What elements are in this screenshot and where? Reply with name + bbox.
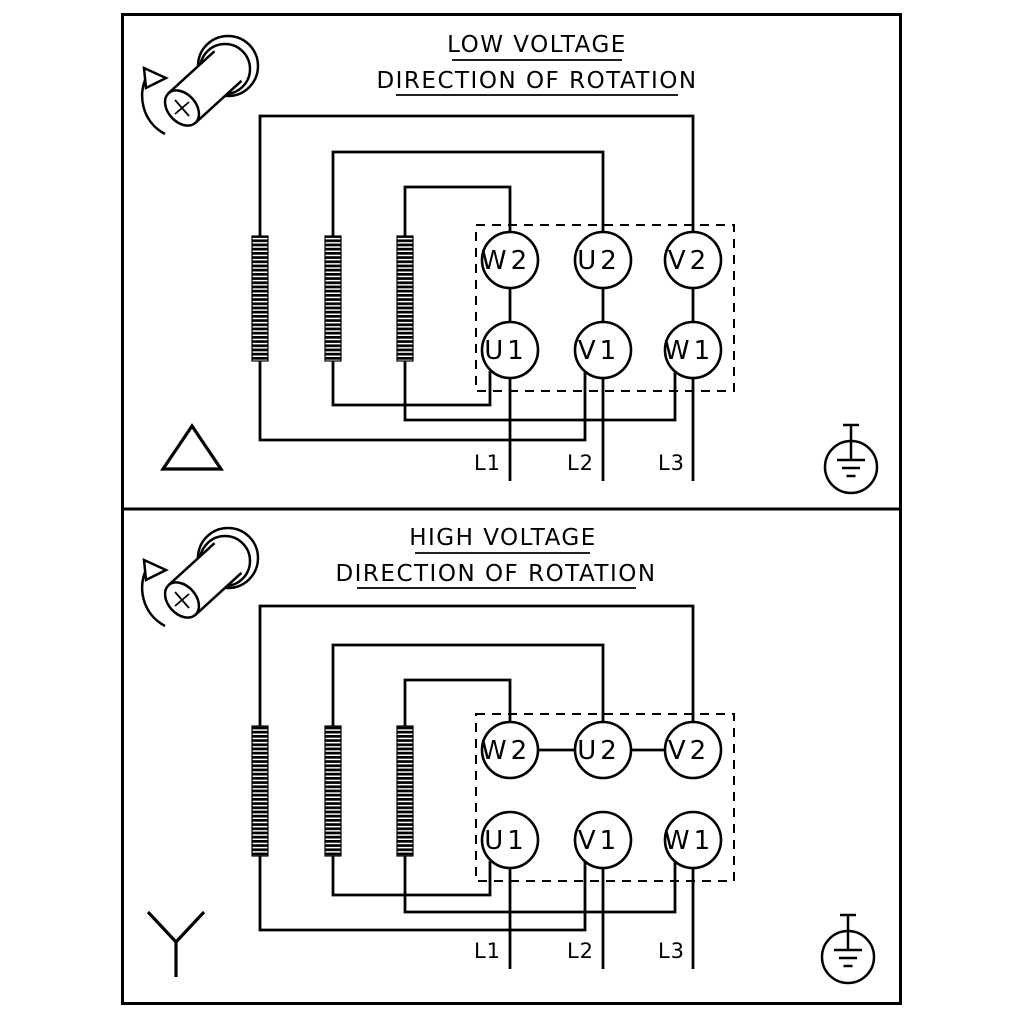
panel-title: HIGH VOLTAGE	[409, 525, 597, 551]
terminal-label-w1: W1	[664, 826, 714, 856]
terminal-w1	[663, 810, 723, 870]
terminal-label-w1: W1	[664, 336, 714, 366]
high-voltage-panel: HIGH VOLTAGE DIRECTION OF ROTATION W2 U2	[140, 525, 876, 985]
terminal-label-v2: V2	[668, 736, 710, 766]
line-label-l1: L1	[474, 451, 501, 475]
terminal-u2	[573, 230, 633, 290]
terminal-label-v2: V2	[668, 246, 710, 276]
winding-coil	[324, 235, 342, 362]
line-label-l2: L2	[567, 451, 594, 475]
terminal-label-v1: V1	[578, 336, 620, 366]
winding-coil	[251, 725, 269, 857]
terminal-v1	[573, 320, 633, 380]
star-symbol	[146, 910, 206, 977]
terminal-w2	[480, 230, 540, 290]
line-label-l1: L1	[474, 939, 501, 963]
terminal-label-u2: U2	[577, 736, 621, 766]
terminal-label-v1: V1	[578, 826, 620, 856]
line-label-l3: L3	[658, 939, 685, 963]
terminal-label-u1: U1	[484, 336, 528, 366]
terminal-w2	[480, 720, 540, 780]
terminal-v2	[663, 230, 723, 290]
terminal-label-u1: U1	[484, 826, 528, 856]
line-label-l3: L3	[658, 451, 685, 475]
panel-subtitle: DIRECTION OF ROTATION	[376, 68, 697, 94]
terminal-label-u2: U2	[577, 246, 621, 276]
low-voltage-panel: LOW VOLTAGE DIRECTION OF ROTATION W2 U2	[140, 32, 879, 495]
terminal-box	[475, 713, 735, 882]
panel-subtitle: DIRECTION OF ROTATION	[335, 561, 656, 587]
winding-coil	[396, 725, 414, 857]
terminal-box	[475, 224, 735, 392]
winding-coil	[324, 725, 342, 857]
line-label-l2: L2	[567, 939, 594, 963]
winding-coil	[396, 235, 414, 362]
panel-title: LOW VOLTAGE	[447, 32, 627, 58]
terminal-label-w2: W2	[481, 246, 531, 276]
terminal-u1	[480, 810, 540, 870]
terminal-u2	[573, 720, 633, 780]
terminal-u1	[480, 320, 540, 380]
terminal-label-w2: W2	[481, 736, 531, 766]
terminal-w1	[663, 320, 723, 380]
winding-coil	[251, 235, 269, 362]
terminal-v2	[663, 720, 723, 780]
terminal-v1	[573, 810, 633, 870]
delta-symbol	[159, 423, 225, 471]
